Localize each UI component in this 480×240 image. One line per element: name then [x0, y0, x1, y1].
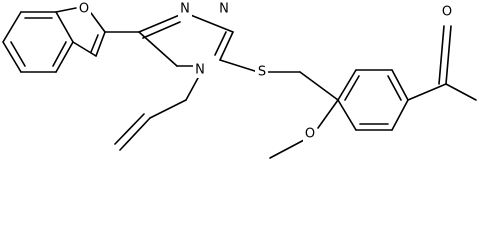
atom-triazole-n2: N [217, 1, 231, 17]
atom-label-triazole-n2: N [219, 2, 229, 17]
atom-thioether-sulfur: S [255, 64, 268, 80]
molecule-structure: O N N N S O O [2, 0, 477, 159]
atom-label-furan-o: O [79, 2, 89, 17]
acetyl-group [407, 25, 477, 101]
atom-triazole-n4: N [193, 62, 207, 78]
atom-furan-oxygen: O [77, 0, 91, 17]
methoxy-group [269, 99, 339, 159]
acetophenone-benzene-ring [337, 69, 409, 131]
allyl-group [114, 77, 199, 151]
benzofuran-furan-ring [55, 7, 106, 57]
atom-ketone-oxygen: O [440, 4, 454, 20]
atom-label-ketone-o: O [442, 5, 452, 20]
atom-label-triazole-n4: N [195, 63, 205, 78]
benzofuran-benzene-ring [2, 11, 74, 73]
atom-methoxy-oxygen: O [303, 126, 317, 142]
atom-label-triazole-n1: N [180, 2, 190, 17]
triazole-ring [138, 13, 234, 67]
atom-triazole-n1: N [178, 1, 192, 17]
atom-label-methoxy-o: O [305, 127, 315, 142]
thioether-linkage [219, 59, 339, 101]
atom-label-thioether-s: S [258, 65, 266, 80]
